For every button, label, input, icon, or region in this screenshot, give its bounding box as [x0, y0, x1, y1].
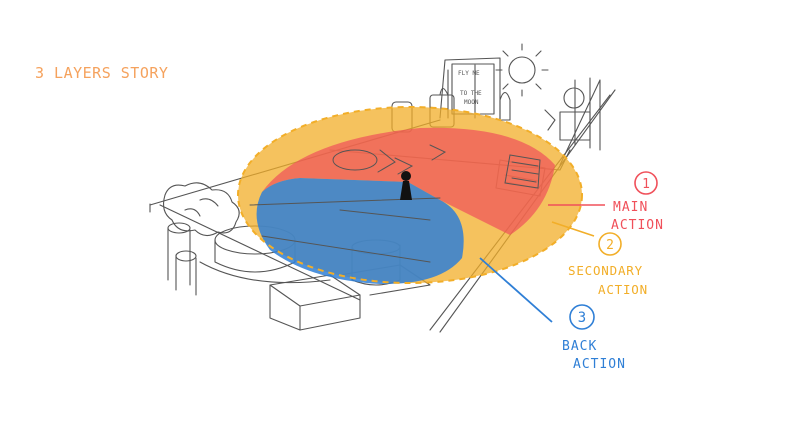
sun-drawing: [508, 56, 536, 84]
label-back-action: 3 BACK ACTION: [562, 304, 626, 372]
poster-line-2: TO THE: [460, 90, 482, 97]
back-action-leader-line: [479, 257, 553, 323]
rocket-drawing: [499, 91, 511, 121]
secondary-region-outline: [237, 106, 583, 284]
poster-line-3: MOON: [464, 99, 479, 106]
number-2: 2: [606, 238, 614, 253]
secondary-label-line-1: SECONDARY: [568, 263, 643, 278]
poster-line-1: FLY ME: [458, 70, 480, 77]
label-main-action: 1 MAIN ACTION: [611, 171, 664, 233]
label-secondary-action: 2 SECONDARY ACTION: [568, 232, 648, 297]
secondary-label-line-2: ACTION: [598, 282, 648, 297]
number-circle-1: [634, 171, 658, 195]
number-circle-3: [569, 304, 595, 330]
back-action-region: [256, 178, 464, 285]
main-label-line-1: MAIN: [613, 200, 648, 215]
back-label-line-1: BACK: [562, 339, 597, 354]
number-1: 1: [642, 177, 650, 192]
main-label-line-2: ACTION: [611, 218, 664, 233]
diagram-title: 3 LAYERS STORY: [35, 64, 168, 82]
secondary-action-leader-line: [551, 221, 595, 237]
number-3: 3: [578, 310, 586, 326]
main-character-figure: [400, 171, 412, 200]
back-label-line-2: ACTION: [573, 357, 626, 372]
number-circle-2: [598, 232, 622, 256]
poster-text: FLY ME TO THE MOON: [458, 70, 482, 106]
